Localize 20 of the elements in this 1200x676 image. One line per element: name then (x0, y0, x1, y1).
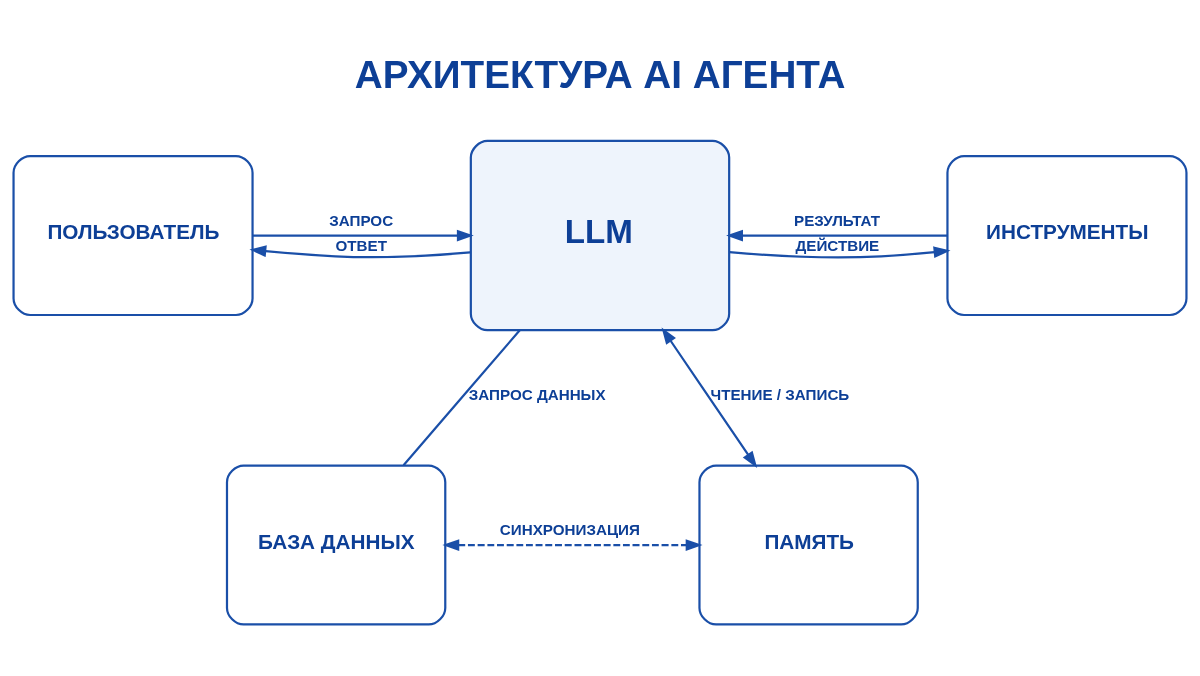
diagram-title: АРХИТЕКТУРА AI АГЕНТА (354, 52, 846, 96)
edge-label: СИНХРОНИЗАЦИЯ (499, 520, 640, 538)
connector (402, 329, 521, 466)
edge-label: ДЕЙСТВИЕ (795, 236, 880, 253)
edge-label: ЧТЕНИЕ / ЗАПИСЬ (710, 385, 850, 403)
node-box: ИНСТРУМЕНТЫ (946, 154, 1188, 316)
arrow (442, 538, 703, 551)
edge-label: ОТВЕТ (335, 236, 387, 253)
arrow (661, 326, 758, 468)
arrow (729, 245, 951, 258)
arrow (726, 229, 948, 241)
node-box: ПАМЯТЬ (698, 464, 919, 626)
node-box: БАЗА ДАННЫХ (225, 464, 447, 626)
edge-label: ЗАПРОС (329, 211, 394, 229)
edge-label: ЗАПРОС ДАННЫХ (468, 385, 606, 403)
edge-label: РЕЗУЛЬТАТ (794, 211, 881, 229)
node-box: LLM (469, 139, 731, 331)
node-box: ПОЛЬЗОВАТЕЛЬ (12, 154, 254, 316)
arrow (252, 229, 474, 241)
arrow (249, 244, 471, 258)
